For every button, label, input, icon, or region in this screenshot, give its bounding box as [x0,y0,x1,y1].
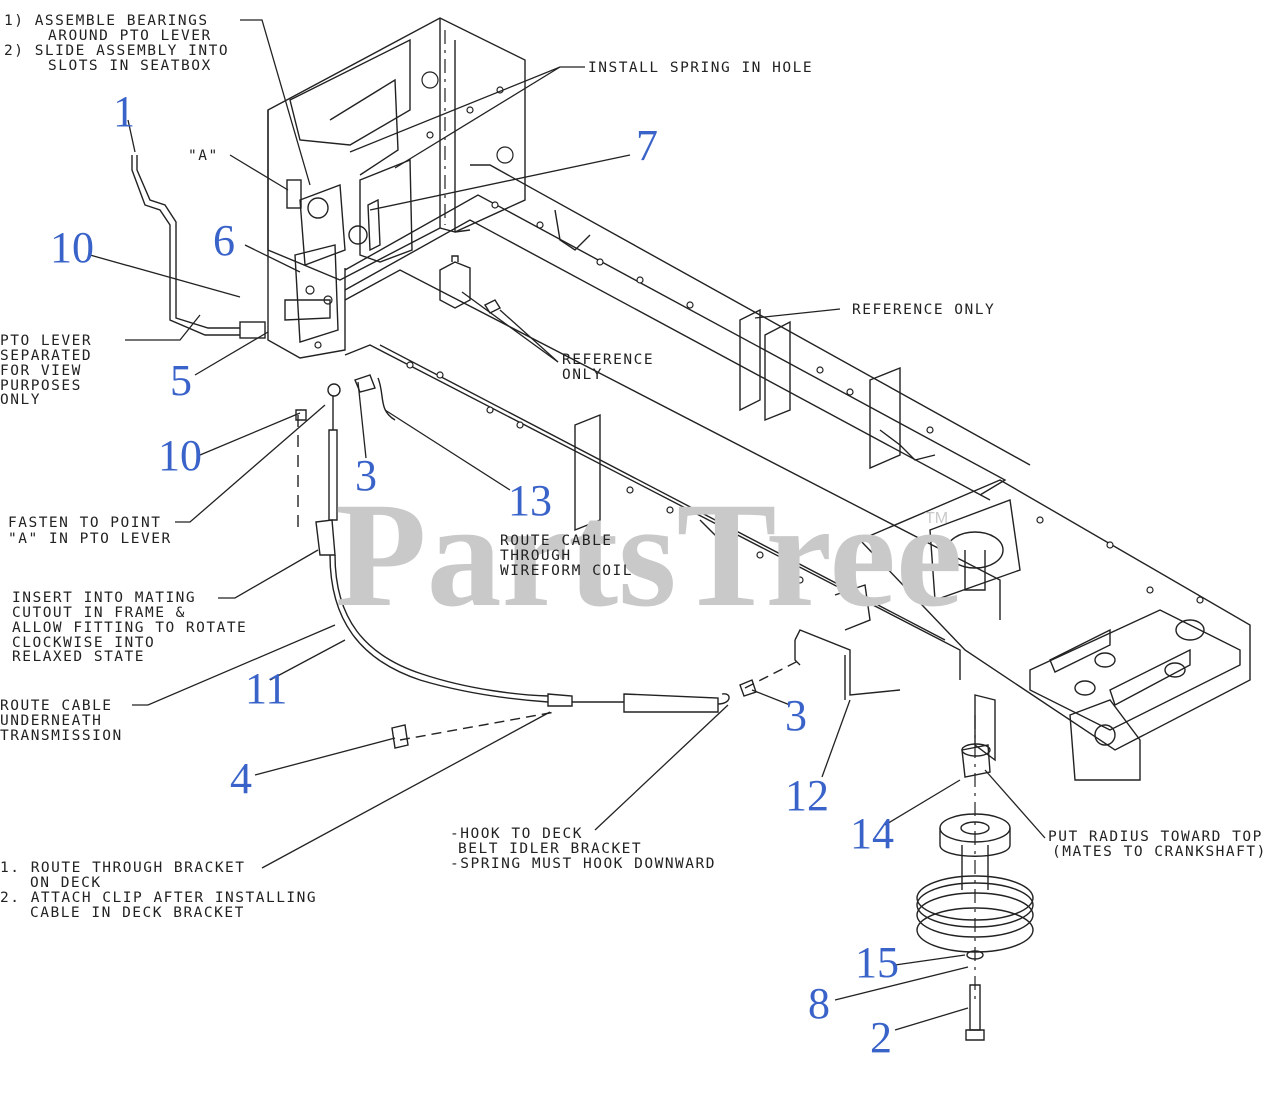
callout-2: 2 [870,1013,892,1062]
note-route-coil-line1: ROUTE CABLE [500,533,613,549]
callout-10-lower: 10 [158,431,202,480]
note-route-coil-line3: WIREFORM COIL [500,563,633,579]
note-pto-lever-line5: ONLY [0,392,41,408]
note-pto-lever-line4: PURPOSES [0,378,82,394]
callout-11: 11 [245,664,287,713]
pulley-drawing [916,715,1034,1041]
note-insert-line2: CUTOUT IN FRAME & [12,605,186,621]
note-assemble-bearings-line3: 2) SLIDE ASSEMBLY INTO [4,43,229,59]
note-put-radius-line1: PUT RADIUS TOWARD TOP [1048,829,1263,845]
note-assemble-bearings-line4: SLOTS IN SEATBOX [48,58,212,74]
callout-13: 13 [508,476,552,525]
note-route-bracket-line1: 1. ROUTE THROUGH BRACKET [0,860,246,876]
callout-3-lower: 3 [785,691,807,740]
note-reference-only-2-line1: REFERENCE [562,352,654,368]
annotation-texts: 1) ASSEMBLE BEARINGS AROUND PTO LEVER 2)… [0,13,1267,921]
callout-8: 8 [808,979,830,1028]
note-reference-only-2-line2: ONLY [562,367,603,383]
note-route-bracket-line4: CABLE IN DECK BRACKET [30,905,245,921]
callout-10-upper: 10 [50,223,94,272]
note-route-underneath-line1: ROUTE CABLE [0,698,113,714]
callout-1: 1 [113,87,135,136]
callout-numbers: 1 10 6 7 5 10 3 13 11 3 4 12 14 15 8 2 [50,87,899,1062]
note-reference-only-1: REFERENCE ONLY [852,302,995,318]
callout-7: 7 [636,121,658,170]
note-pto-lever-line3: FOR VIEW [0,363,82,379]
note-hook-deck-line2: BELT IDLER BRACKET [458,841,642,857]
note-insert-line5: RELAXED STATE [12,649,145,665]
frame-rails-drawing [344,164,1251,781]
note-fasten-line2: "A" IN PTO LEVER [8,531,172,547]
watermark-trademark: TM [925,510,948,527]
callout-12: 12 [785,771,829,820]
pto-lever-drawing [131,155,266,339]
watermark-text: PartsTree [335,472,962,638]
note-assemble-bearings-line2: AROUND PTO LEVER [48,28,212,44]
callout-15: 15 [855,938,899,987]
leader-lines [89,19,1046,1031]
note-insert-line1: INSERT INTO MATING [12,590,196,606]
reference-bracket-drawing [439,255,502,314]
callout-3-upper: 3 [355,451,377,500]
callout-5: 5 [170,356,192,405]
note-pto-lever-line2: SEPARATED [0,348,92,364]
callout-4: 4 [230,754,252,803]
note-hook-deck-line1: -HOOK TO DECK [450,826,583,842]
note-pto-lever-line1: PTO LEVER [0,333,92,349]
note-install-spring: INSTALL SPRING IN HOLE [588,60,813,76]
note-insert-line3: ALLOW FITTING TO ROTATE [12,620,247,636]
callout-6: 6 [213,216,235,265]
note-fasten-line1: FASTEN TO POINT [8,515,161,531]
note-route-bracket-line2: ON DECK [30,875,102,891]
note-route-underneath-line2: UNDERNEATH [0,713,102,729]
note-route-coil-line2: THROUGH [500,548,572,564]
note-insert-line4: CLOCKWISE INTO [12,635,155,651]
note-point-a: "A" [188,148,219,164]
note-assemble-bearings-line1: 1) ASSEMBLE BEARINGS [4,13,209,29]
note-route-bracket-line3: 2. ATTACH CLIP AFTER INSTALLING [0,890,317,906]
note-route-underneath-line3: TRANSMISSION [0,728,123,744]
note-hook-deck-line3: -SPRING MUST HOOK DOWNWARD [450,856,716,872]
callout-14: 14 [850,809,894,858]
note-put-radius-line2: (MATES TO CRANKSHAFT) [1052,844,1267,860]
